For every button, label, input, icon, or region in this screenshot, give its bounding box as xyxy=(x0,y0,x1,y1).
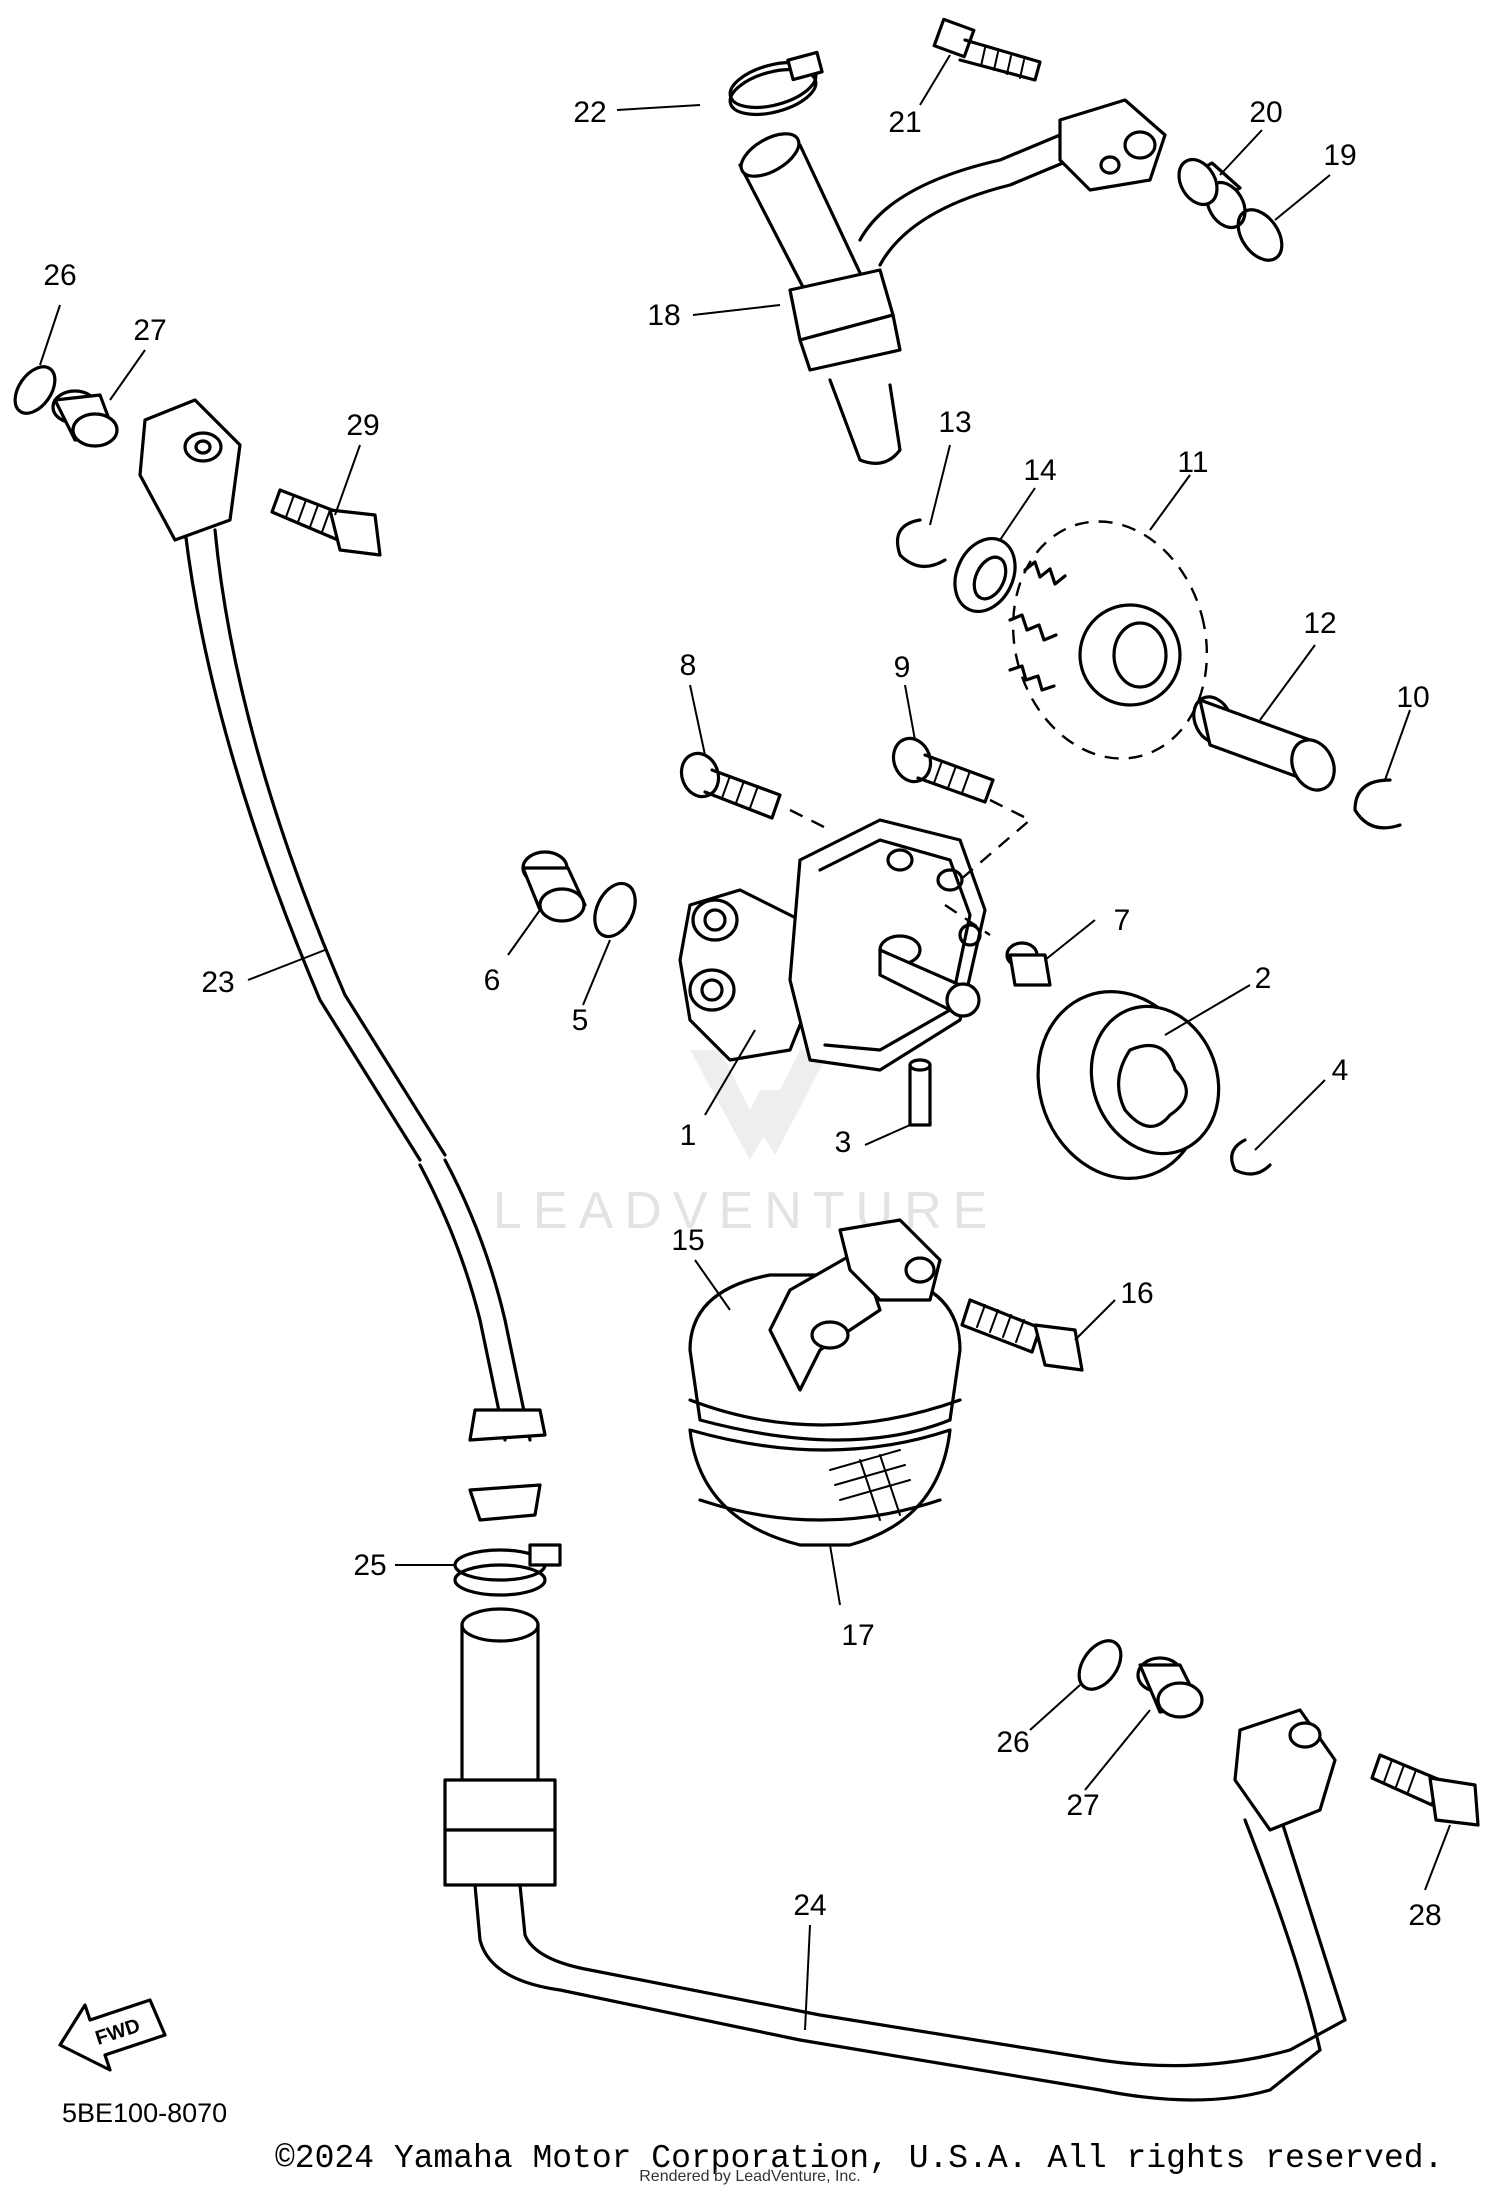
o-ring-19[interactable] xyxy=(1229,202,1291,269)
callout-13: 13 xyxy=(938,406,971,439)
bolt-9[interactable] xyxy=(888,733,995,804)
callout-12: 12 xyxy=(1303,607,1336,640)
oil-hose-left[interactable] xyxy=(183,528,547,1522)
dowel-pin-3[interactable] xyxy=(908,1058,932,1127)
collar-6[interactable] xyxy=(521,850,587,923)
collar-12[interactable] xyxy=(1187,691,1343,797)
callout-2: 2 xyxy=(1255,962,1272,995)
bolt-21[interactable] xyxy=(932,17,1042,82)
callout-27-left: 27 xyxy=(133,314,166,347)
callout-14: 14 xyxy=(1023,454,1056,487)
callout-20: 20 xyxy=(1249,96,1282,129)
hose-fitting-left[interactable] xyxy=(138,398,242,542)
oil-delivery-pipe-lower[interactable] xyxy=(443,1607,1347,2102)
callout-24: 24 xyxy=(793,1889,826,1922)
bolt-28[interactable] xyxy=(1370,1753,1480,1827)
callout-15: 15 xyxy=(671,1224,704,1257)
rotor-2[interactable] xyxy=(1012,968,1239,1201)
fwd-arrow-icon: FWD xyxy=(58,1998,167,2072)
callout-17: 17 xyxy=(841,1619,874,1652)
hose-clamp-25[interactable] xyxy=(453,1543,562,1597)
callout-28: 28 xyxy=(1408,1899,1441,1932)
collar-7[interactable] xyxy=(1005,941,1052,987)
oil-pump-body[interactable] xyxy=(678,818,987,1072)
callout-10: 10 xyxy=(1396,681,1429,714)
o-ring-5[interactable] xyxy=(587,877,643,943)
callout-8: 8 xyxy=(680,649,697,682)
callout-23: 23 xyxy=(201,966,234,999)
oil-delivery-pipe-upper[interactable] xyxy=(725,50,1167,465)
washer-14[interactable] xyxy=(944,529,1027,622)
callout-25: 25 xyxy=(353,1549,386,1582)
bolt-29[interactable] xyxy=(270,488,382,557)
callout-18: 18 xyxy=(647,299,680,332)
callout-29: 29 xyxy=(346,409,379,442)
diagram-code: 5BE100-8070 xyxy=(62,2098,227,2128)
callout-27-right: 27 xyxy=(1066,1789,1099,1822)
o-ring-26-left[interactable] xyxy=(7,360,63,421)
callout-4: 4 xyxy=(1332,1054,1349,1087)
callout-7: 7 xyxy=(1114,904,1131,937)
oil-strainer[interactable] xyxy=(688,1218,962,1547)
callout-5: 5 xyxy=(572,1004,589,1037)
bolt-16[interactable] xyxy=(960,1298,1084,1372)
collar-27-right[interactable] xyxy=(1136,1656,1204,1719)
watermark-logo xyxy=(690,1050,830,1160)
callout-16: 16 xyxy=(1120,1277,1153,1310)
rendered-by-note: Rendered by LeadVenture, Inc. xyxy=(639,2168,861,2185)
callout-11: 11 xyxy=(1177,446,1208,479)
callout-1: 1 xyxy=(680,1119,697,1152)
gear-11[interactable] xyxy=(987,500,1233,781)
circlip-13[interactable] xyxy=(895,518,947,568)
callout-22: 22 xyxy=(573,96,606,129)
callout-26-right: 26 xyxy=(996,1726,1029,1759)
circlip-4[interactable] xyxy=(1230,1138,1272,1176)
leader-lines xyxy=(39,54,1451,2031)
o-ring-26-right[interactable] xyxy=(1071,1633,1130,1697)
circlip-10[interactable] xyxy=(1353,778,1402,830)
callout-21: 21 xyxy=(888,106,921,139)
copyright-notice: ©2024 Yamaha Motor Corporation, U.S.A. A… xyxy=(275,2140,1443,2177)
callout-3: 3 xyxy=(835,1126,852,1159)
callout-labels: 1 2 3 4 5 6 7 8 9 10 11 12 13 14 15 16 1… xyxy=(43,96,1441,1932)
bolt-8[interactable] xyxy=(676,748,782,820)
callout-9: 9 xyxy=(894,651,911,684)
callout-26-left: 26 xyxy=(43,259,76,292)
collar-27-left[interactable] xyxy=(51,389,119,448)
collar-20[interactable] xyxy=(1171,153,1252,235)
callout-19: 19 xyxy=(1323,139,1356,172)
callout-6: 6 xyxy=(484,964,501,997)
assembly-guide-lines xyxy=(789,798,1033,936)
watermark-text: LEADVENTURE xyxy=(493,1182,998,1240)
shaft[interactable] xyxy=(878,934,981,1018)
